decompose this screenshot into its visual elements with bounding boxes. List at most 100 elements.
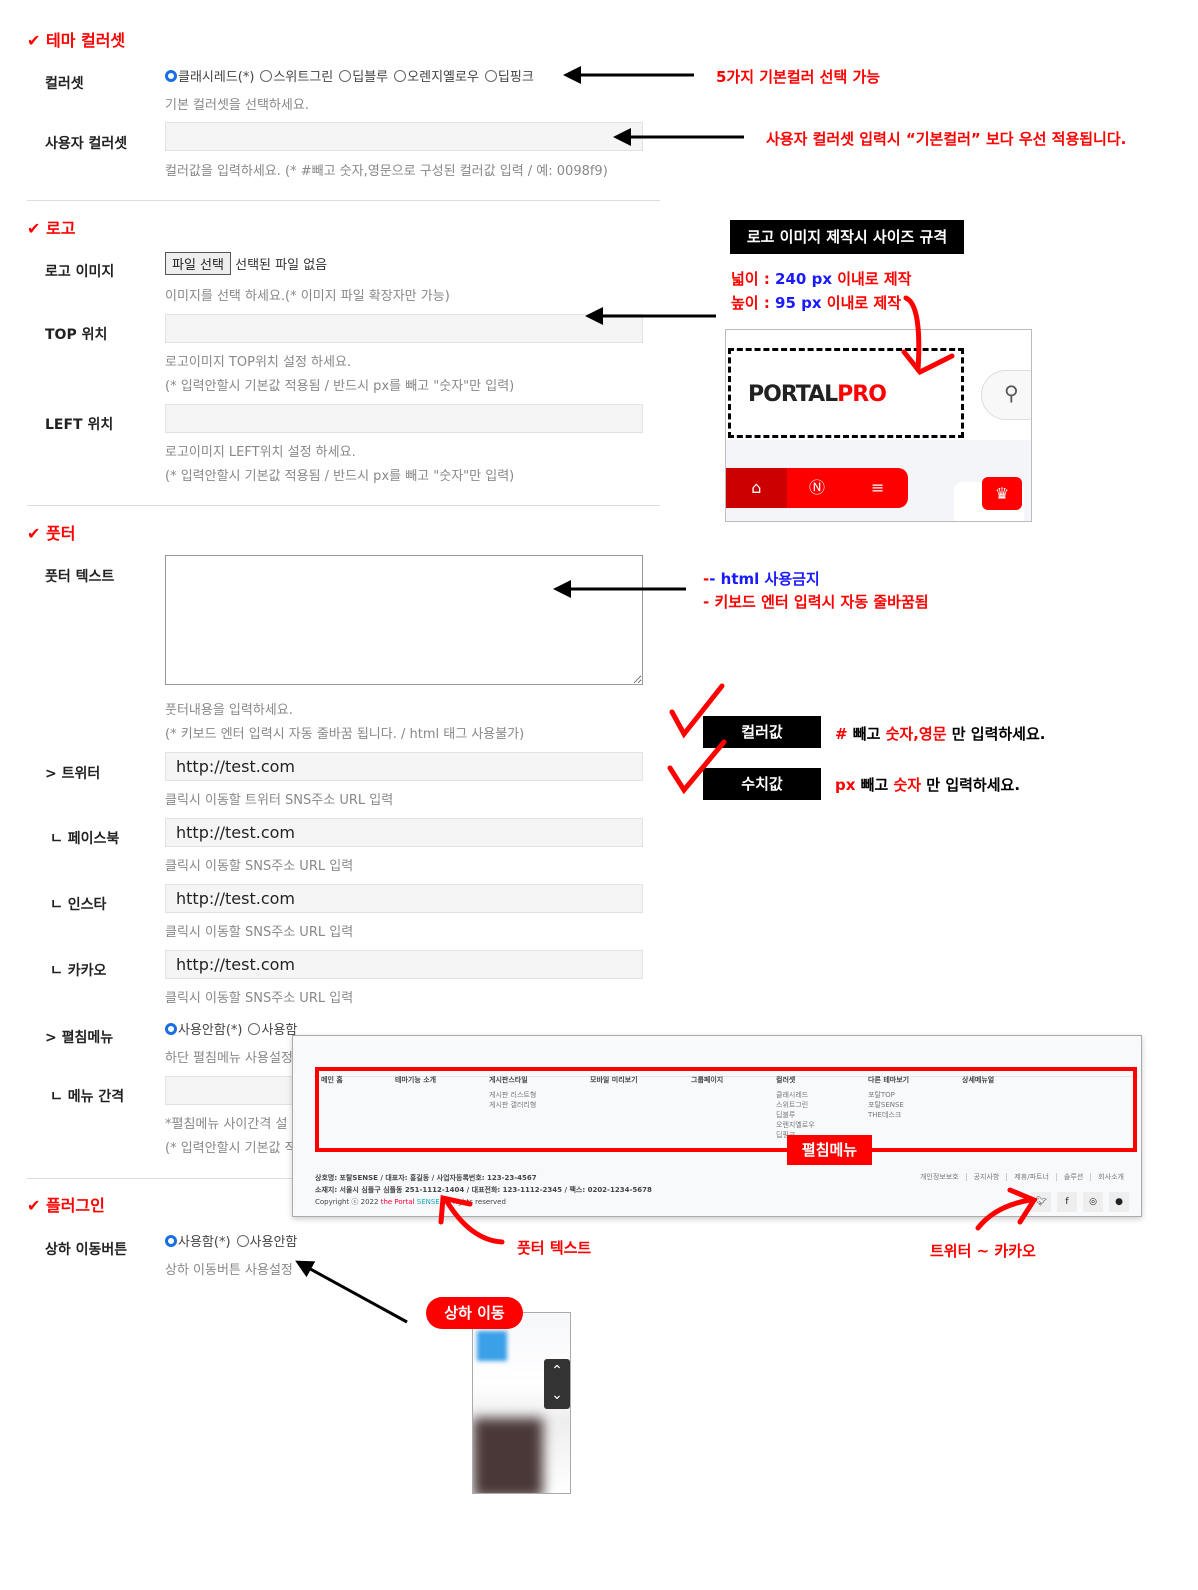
logo-spec-title: 로고 이미지 제작시 사이즈 규격 bbox=[730, 220, 964, 254]
fold-submenu-item[interactable]: 클래시레드 bbox=[776, 1091, 809, 1099]
t: All rights reserved bbox=[439, 1198, 506, 1206]
instagram-icon[interactable]: ◎ bbox=[1083, 1192, 1103, 1212]
fold-submenu-item[interactable]: 딥블루 bbox=[776, 1111, 796, 1119]
fold-submenu-item[interactable]: 딥핑크 bbox=[776, 1131, 796, 1139]
colorset-option[interactable]: 클래시레드(*) bbox=[165, 70, 254, 85]
updown-help: 상하 이동버튼 사용설정 bbox=[165, 1263, 293, 1278]
insta-url-input[interactable] bbox=[165, 884, 643, 913]
annotation-html-2: - 키보드 엔터 입력시 자동 줄바꿈됨 bbox=[703, 593, 929, 611]
kakao-icon[interactable]: ● bbox=[1109, 1192, 1129, 1212]
colorset-option[interactable]: 딥핑크 bbox=[484, 70, 534, 85]
fold-menu-column: 그룹페이지 bbox=[691, 1075, 723, 1090]
radio-button[interactable] bbox=[484, 70, 497, 82]
radio-label: 딥블루 bbox=[352, 70, 389, 85]
footer-link[interactable]: 솔루션 bbox=[1055, 1173, 1091, 1181]
fold-menu-option[interactable]: 사용함 bbox=[248, 1023, 297, 1038]
fold-menu-item[interactable]: 상세메뉴얼 bbox=[962, 1076, 995, 1084]
blurred-photo bbox=[473, 1418, 543, 1493]
checkmark-icon bbox=[667, 739, 727, 795]
chevron-down-icon[interactable]: ⌄ bbox=[551, 1387, 563, 1403]
footer-link[interactable]: 회사소개 bbox=[1090, 1173, 1131, 1181]
fold-submenu-item[interactable]: THE데스크 bbox=[868, 1111, 902, 1119]
footer-link[interactable]: 제휴/파트너 bbox=[1006, 1173, 1056, 1181]
left-position-input[interactable] bbox=[165, 404, 643, 433]
section-plugin-title: ✔ 플러그인 bbox=[27, 1196, 105, 1215]
fold-menu-column: 테마기능 소개 bbox=[395, 1075, 436, 1090]
section-title: 테마 컬러셋 bbox=[45, 31, 126, 50]
radio-button[interactable] bbox=[394, 70, 407, 82]
radio-label: 사용안함(*) bbox=[178, 1023, 243, 1038]
t: 빼고 bbox=[852, 725, 886, 743]
twitter-url-input[interactable] bbox=[165, 752, 643, 781]
colorset-option[interactable]: 오렌지옐로우 bbox=[394, 70, 479, 85]
fold-menu-item[interactable]: 모바일 미리보기 bbox=[590, 1076, 638, 1084]
twitter-help: 클릭시 이동할 트위터 SNS주소 URL 입력 bbox=[165, 793, 394, 808]
fold-menu-option[interactable]: 사용안함(*) bbox=[165, 1023, 242, 1038]
section-title: 플러그인 bbox=[45, 1196, 105, 1215]
t: px bbox=[835, 776, 861, 794]
updown-option[interactable]: 사용안함 bbox=[236, 1235, 297, 1250]
radio-button[interactable] bbox=[236, 1235, 249, 1247]
fold-menu-item[interactable]: 그룹페이지 bbox=[691, 1076, 724, 1084]
custom-colorset-input[interactable] bbox=[165, 122, 643, 151]
fold-menu-label-text: 펼침메뉴 bbox=[61, 1030, 114, 1046]
footer-text-help-2: (* 키보드 엔터 입력시 자동 줄바꿈 됩니다. / html 태그 사용불가… bbox=[165, 727, 525, 742]
colorset-option[interactable]: 딥블루 bbox=[339, 70, 388, 85]
fold-menu-help: 하단 펼침메뉴 사용설정 bbox=[165, 1051, 293, 1066]
fold-submenu-item[interactable]: 게시판 갤러리형 bbox=[489, 1101, 537, 1109]
t: 숫자 bbox=[893, 776, 922, 794]
facebook-url-input[interactable] bbox=[165, 818, 643, 847]
radio-label: 스위트그린 bbox=[273, 70, 334, 85]
fold-submenu-item[interactable]: 스위트그린 bbox=[776, 1101, 809, 1109]
facebook-icon[interactable]: f bbox=[1057, 1192, 1077, 1212]
scroll-preview-screenshot: ⌃⌄ bbox=[472, 1312, 571, 1494]
footer-link[interactable]: 개인정보보호 bbox=[919, 1173, 959, 1181]
custom-colorset-label: 사용자 컬러셋 bbox=[45, 136, 128, 152]
colorset-radio-group: 클래시레드(*) 스위트그린 딥블루 오렌지옐로우 딥핑크 bbox=[165, 66, 540, 85]
radio-button[interactable] bbox=[260, 70, 273, 82]
footer-link[interactable]: 공지사항 bbox=[965, 1173, 1007, 1181]
chevron-up-icon[interactable]: ⌃ bbox=[551, 1363, 563, 1379]
kakao-url-input[interactable] bbox=[165, 950, 643, 979]
menu-icon: ≡ bbox=[870, 478, 885, 497]
twitter-label: > 트위터 bbox=[45, 766, 101, 782]
twitter-icon[interactable]: 🐦︎ bbox=[1031, 1192, 1051, 1212]
section-title: 풋터 bbox=[45, 524, 76, 543]
top-position-input[interactable] bbox=[165, 314, 643, 343]
kakao-help: 클릭시 이동할 SNS주소 URL 입력 bbox=[165, 991, 354, 1006]
colorset-option[interactable]: 스위트그린 bbox=[260, 70, 333, 85]
fold-submenu-item[interactable]: 게시판 리스트형 bbox=[489, 1091, 537, 1099]
footer-text-textarea[interactable] bbox=[165, 555, 643, 685]
fold-menu-item[interactable]: 메인 홈 bbox=[321, 1076, 343, 1084]
logo-width-spec: 넓이 : 240 px 이내로 제작 bbox=[731, 268, 911, 289]
fold-submenu-item[interactable]: 포탈TOP bbox=[868, 1091, 895, 1099]
divider bbox=[313, 1076, 1139, 1077]
scroll-updown-buttons[interactable]: ⌃⌄ bbox=[544, 1359, 570, 1409]
radio-button[interactable] bbox=[339, 70, 352, 82]
fold-menu-item[interactable]: 게시판스타일 bbox=[489, 1076, 528, 1084]
radio-button[interactable] bbox=[248, 1023, 261, 1035]
radio-button[interactable] bbox=[165, 1023, 177, 1035]
radio-label: 사용함 bbox=[261, 1023, 298, 1038]
t: PORTAL bbox=[748, 382, 838, 407]
fold-menu-item[interactable]: 다른 테마보기 bbox=[868, 1076, 910, 1084]
left-help-1: 로고이미지 LEFT위치 설정 하세요. bbox=[165, 445, 356, 460]
t: 숫자,영문 bbox=[885, 725, 947, 743]
radio-button[interactable] bbox=[165, 1235, 177, 1247]
arrow-updown bbox=[295, 1260, 408, 1324]
fold-menu-item[interactable]: 컬러셋 bbox=[776, 1076, 796, 1084]
fold-menu-item[interactable]: 테마기능 소개 bbox=[395, 1076, 437, 1084]
preview-nav-bar: ⌂ Ⓝ ≡ bbox=[726, 468, 908, 508]
t: 만 입력하세요. bbox=[921, 776, 1021, 794]
fold-submenu-item[interactable]: 오렌지옐로우 bbox=[776, 1121, 815, 1129]
updown-option[interactable]: 사용함(*) bbox=[165, 1235, 231, 1250]
annotation-html-1: -- html 사용금지 bbox=[703, 570, 820, 588]
radio-button[interactable] bbox=[165, 70, 177, 82]
blurred-twitter-icon bbox=[477, 1331, 507, 1361]
t: 이내로 제작 bbox=[821, 294, 902, 312]
file-select-button[interactable]: 파일 선택 bbox=[165, 252, 231, 275]
fold-submenu-item[interactable]: 포탈SENSE bbox=[868, 1101, 904, 1109]
